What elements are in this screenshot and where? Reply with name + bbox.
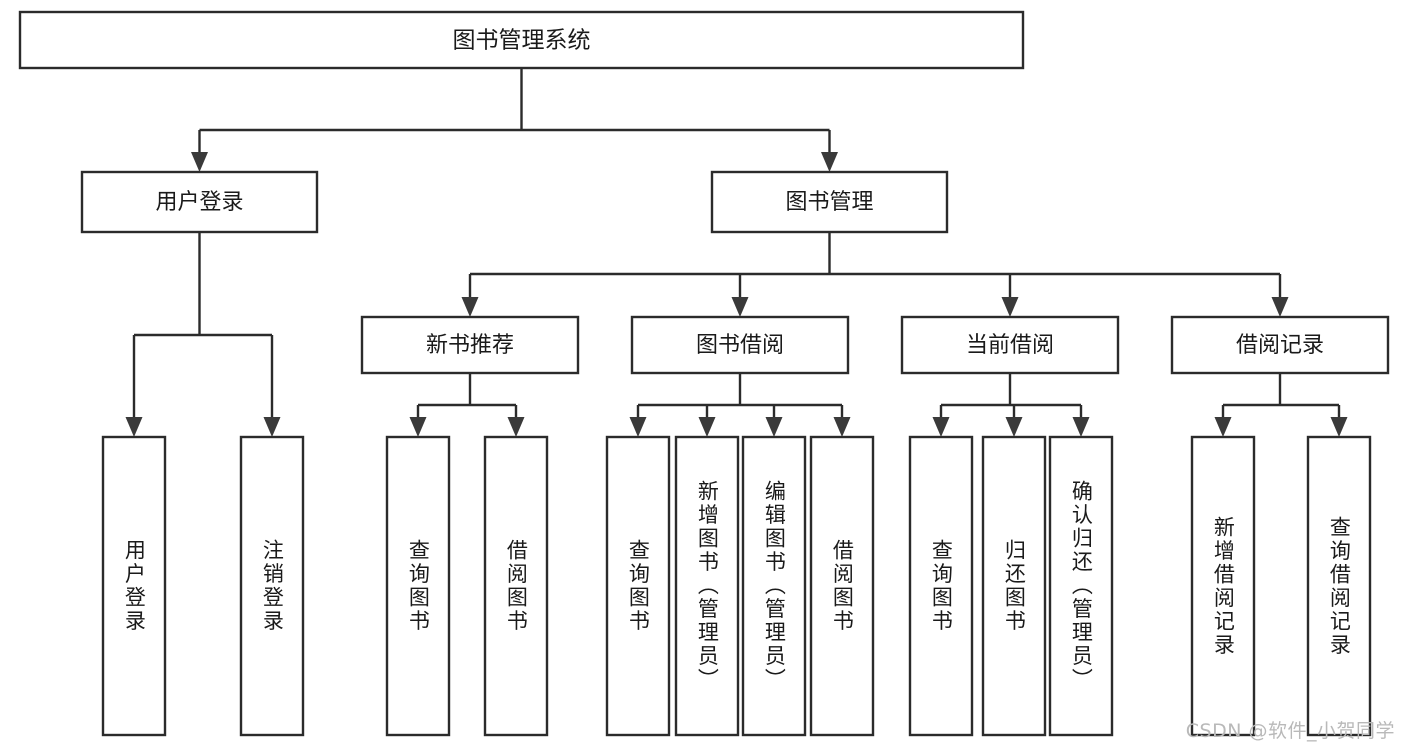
leaf-confirm-return-box[interactable]: [1048, 435, 1114, 737]
leaf-edit-book-box[interactable]: [741, 435, 807, 737]
conn-root-level2-arrowhead-0: [191, 152, 208, 172]
leaf-return-book-box[interactable]: [981, 435, 1047, 737]
book-borrow-label: 图书借阅: [696, 333, 784, 358]
conn-book-borrow-leaves-arrowhead-1: [698, 417, 716, 437]
conn-borrow-records-leaves-arrowhead-1: [1330, 417, 1348, 437]
conn-new-book-recommend-leaves-arrowhead-0: [409, 417, 427, 437]
leaf-query-borrow-record-box[interactable]: [1306, 435, 1372, 737]
node-box-layer: [18, 10, 1390, 737]
root-node-box[interactable]: [18, 10, 1025, 70]
leaf-borrow-book-1-box[interactable]: [483, 435, 549, 737]
connector-layer: [125, 68, 1348, 437]
book-borrow-box[interactable]: [630, 315, 850, 375]
leaf-logout-box[interactable]: [239, 435, 305, 737]
conn-book-borrow-leaves-arrowhead-0: [629, 417, 647, 437]
conn-bookmanage-level3-arrowhead-2: [1001, 297, 1019, 317]
conn-book-borrow-leaves-arrowhead-3: [833, 417, 851, 437]
conn-userlogin-leaves-arrowhead-1: [263, 417, 281, 437]
new-book-recommend-label: 新书推荐: [426, 333, 514, 358]
leaf-query-book-1-box[interactable]: [385, 435, 451, 737]
watermark-text: CSDN @软件_小贺同学: [1185, 720, 1395, 742]
leaf-add-book-box[interactable]: [674, 435, 740, 737]
conn-bookmanage-level3-arrowhead-0: [461, 297, 479, 317]
conn-book-borrow-leaves-arrowhead-2: [765, 417, 783, 437]
root-node-label: 图书管理系统: [453, 28, 591, 54]
user-login-label: 用户登录: [155, 190, 243, 215]
book-manage-box[interactable]: [710, 170, 949, 234]
leaf-query-book-2-box[interactable]: [605, 435, 671, 737]
conn-current-borrow-leaves-arrowhead-2: [1072, 417, 1090, 437]
conn-current-borrow-leaves-arrowhead-0: [932, 417, 950, 437]
conn-userlogin-leaves-arrowhead-0: [125, 417, 143, 437]
conn-bookmanage-level3-arrowhead-1: [731, 297, 749, 317]
conn-current-borrow-leaves-arrowhead-1: [1005, 417, 1023, 437]
borrow-records-label: 借阅记录: [1236, 333, 1324, 358]
leaf-user-login-box[interactable]: [101, 435, 167, 737]
current-borrow-label: 当前借阅: [966, 333, 1054, 358]
current-borrow-box[interactable]: [900, 315, 1120, 375]
borrow-records-box[interactable]: [1170, 315, 1390, 375]
leaf-borrow-book-2-box[interactable]: [809, 435, 875, 737]
leaf-query-book-3-box[interactable]: [908, 435, 974, 737]
leaf-add-borrow-record-box[interactable]: [1190, 435, 1256, 737]
new-book-recommend-box[interactable]: [360, 315, 580, 375]
user-login-box[interactable]: [80, 170, 319, 234]
conn-root-level2-arrowhead-1: [821, 152, 838, 172]
conn-bookmanage-level3-arrowhead-3: [1271, 297, 1289, 317]
book-manage-label: 图书管理: [785, 190, 873, 215]
conn-borrow-records-leaves-arrowhead-0: [1214, 417, 1232, 437]
conn-new-book-recommend-leaves-arrowhead-1: [507, 417, 525, 437]
